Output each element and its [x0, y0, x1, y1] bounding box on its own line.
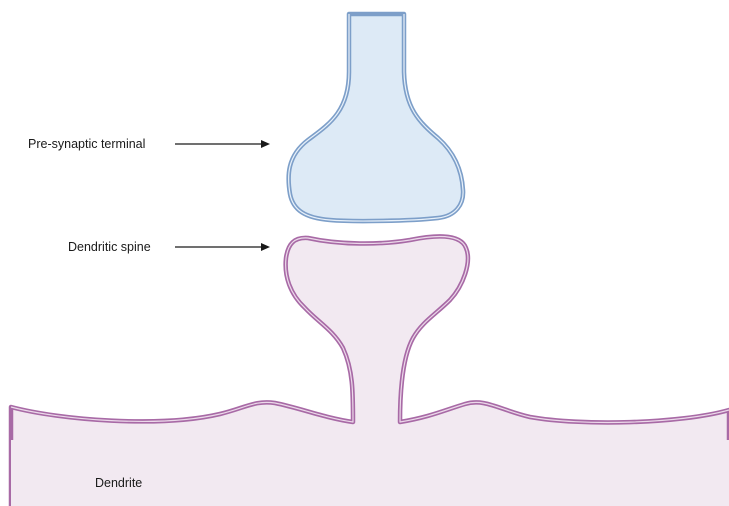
presynaptic-label: Pre-synaptic terminal	[28, 137, 145, 151]
presynaptic-label-group: Pre-synaptic terminal	[28, 137, 270, 151]
spine-label: Dendritic spine	[68, 240, 151, 254]
dendrite-bottom-fill	[11, 440, 729, 506]
presynaptic-terminal	[289, 14, 464, 221]
dendrite-label: Dendrite	[95, 476, 142, 490]
spine-arrowhead	[261, 243, 270, 251]
spine-label-group: Dendritic spine	[68, 240, 270, 254]
presynaptic-arrowhead	[261, 140, 270, 148]
dendrite-body	[11, 236, 729, 506]
presynaptic-terminal-shape	[289, 14, 464, 221]
